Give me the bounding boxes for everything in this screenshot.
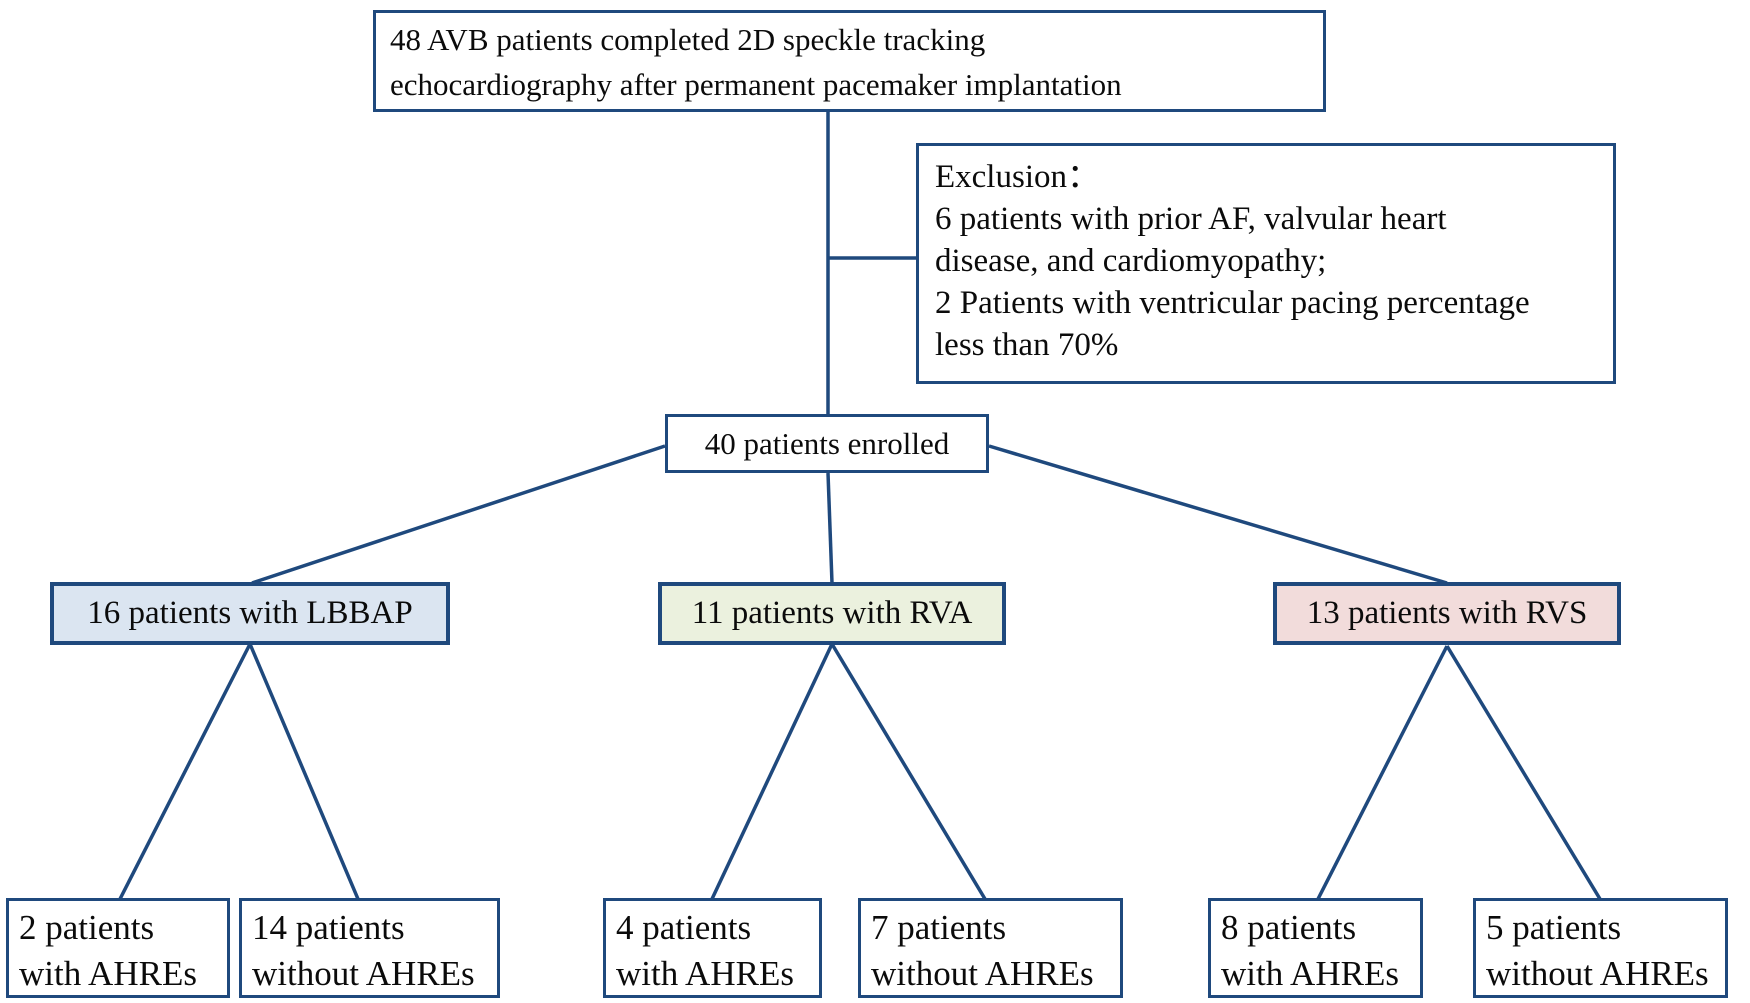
node-group-rva: 11 patients with RVA (658, 582, 1006, 645)
exclusion-line3: disease, and cardiomyopathy; (935, 243, 1327, 279)
exclusion-title: Exclusion： (935, 159, 1100, 195)
node-group-lbbap-label: 16 patients with LBBAP (87, 595, 413, 631)
node-enrolled-label: 40 patients enrolled (704, 425, 950, 461)
node-group-lbbap: 16 patients with LBBAP (50, 582, 450, 645)
outcome-count-line: 14 patients (252, 908, 405, 947)
node-initial-cohort: 48 AVB patients completed 2D speckle tra… (373, 10, 1326, 112)
edge-enrolled-to-rvs (988, 444, 1448, 585)
outcome-desc-line: with AHREs (616, 954, 794, 993)
edge-rva-to-ahre (710, 643, 834, 900)
exclusion-line4: 2 Patients with ventricular pacing perce… (935, 285, 1530, 321)
outcome-count-line: 7 patients (871, 908, 1007, 947)
edge-lbbap-to-no-ahre (248, 643, 360, 900)
node-lbbap-without-ahres: 14 patients without AHREs (239, 898, 500, 998)
node-exclusion: Exclusion： 6 patients with prior AF, val… (916, 143, 1616, 384)
node-lbbap-with-ahres: 2 patients with AHREs (6, 898, 230, 998)
outcome-count-line: 5 patients (1486, 908, 1622, 947)
edge-lbbap-to-ahre (118, 643, 252, 900)
edge-enrolled-to-rva (826, 472, 834, 584)
node-initial-cohort-line1: 48 AVB patients completed 2D speckle tra… (390, 22, 986, 57)
outcome-count-line: 4 patients (616, 908, 752, 947)
edge-rvs-to-ahre (1316, 645, 1449, 900)
outcome-count-line: 8 patients (1221, 908, 1357, 947)
outcome-desc-line: with AHREs (19, 954, 197, 993)
node-enrolled: 40 patients enrolled (665, 414, 989, 473)
edge-rva-to-no-ahre (830, 643, 987, 900)
node-rvs-without-ahres: 5 patients without AHREs (1473, 898, 1728, 998)
edge-rvs-to-no-ahre (1445, 645, 1602, 900)
outcome-desc-line: without AHREs (871, 954, 1094, 993)
node-group-rva-label: 11 patients with RVA (691, 595, 973, 631)
node-rva-with-ahres: 4 patients with AHREs (603, 898, 822, 998)
node-initial-cohort-line2: echocardiography after permanent pacemak… (390, 67, 1122, 102)
node-group-rvs-label: 13 patients with RVS (1306, 595, 1588, 631)
outcome-desc-line: without AHREs (252, 954, 475, 993)
edge-enrolled-to-lbbap (251, 444, 666, 585)
node-rva-without-ahres: 7 patients without AHREs (858, 898, 1123, 998)
outcome-desc-line: without AHREs (1486, 954, 1709, 993)
exclusion-line2: 6 patients with prior AF, valvular heart (935, 201, 1447, 237)
exclusion-line5: less than 70% (935, 327, 1119, 363)
outcome-count-line: 2 patients (19, 908, 155, 947)
node-rvs-with-ahres: 8 patients with AHREs (1208, 898, 1423, 998)
node-group-rvs: 13 patients with RVS (1273, 582, 1621, 645)
outcome-desc-line: with AHREs (1221, 954, 1399, 993)
